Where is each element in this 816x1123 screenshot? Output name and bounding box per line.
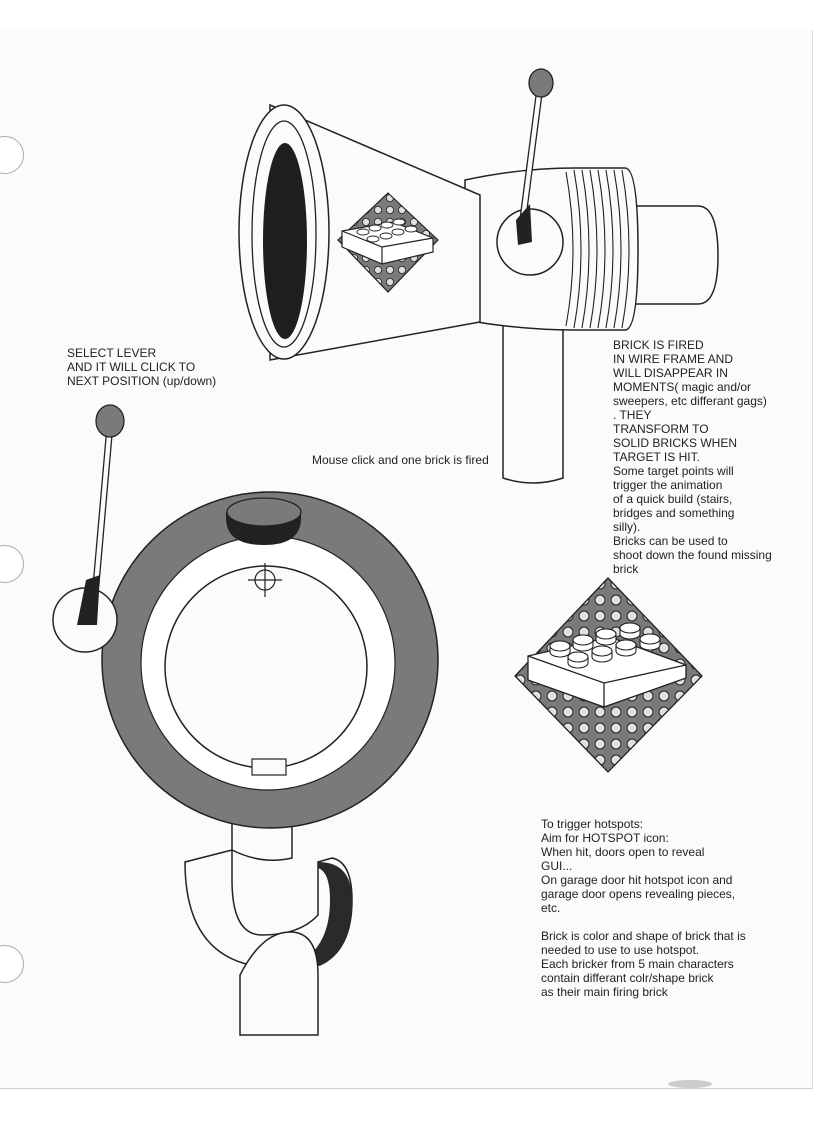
note-hotspots: To trigger hotspots: Aim for HOTSPOT ico… [541, 817, 746, 999]
side-lever-stick [93, 422, 113, 588]
blaster-side-view [238, 68, 719, 484]
brick-studs [549, 622, 661, 669]
note-select-lever: SELECT LEVER AND IT WILL CLICK TO NEXT P… [67, 346, 217, 388]
handle-yoke [184, 849, 353, 966]
rear-cylinder [619, 205, 719, 305]
side-lever-ball[interactable] [95, 404, 125, 438]
note-brick-fired: BRICK IS FIRED IN WIRE FRAME AND WILL DI… [613, 338, 772, 576]
cone-mouth [263, 143, 307, 339]
handle-yoke-shadow [300, 862, 352, 965]
blaster-grip [502, 321, 564, 484]
side-lever-base-dark [77, 575, 100, 625]
brick-illustration-large [514, 577, 703, 773]
lever-stick [519, 84, 543, 229]
lever-ball-top[interactable] [528, 68, 554, 98]
lever-base-dark [516, 204, 532, 245]
brick-decal-small [337, 192, 439, 293]
fire-button-icon[interactable] [226, 497, 302, 527]
blaster-rear-view [52, 404, 439, 1036]
brick-slot-indicator [251, 758, 287, 776]
note-mouse-click: Mouse click and one brick is fired [312, 453, 489, 467]
scan-smudge [668, 1080, 712, 1088]
crosshair-icon [248, 563, 282, 597]
coil-rings [565, 169, 630, 329]
viewfinder-circle [164, 565, 368, 769]
handle-grip [239, 931, 319, 1036]
